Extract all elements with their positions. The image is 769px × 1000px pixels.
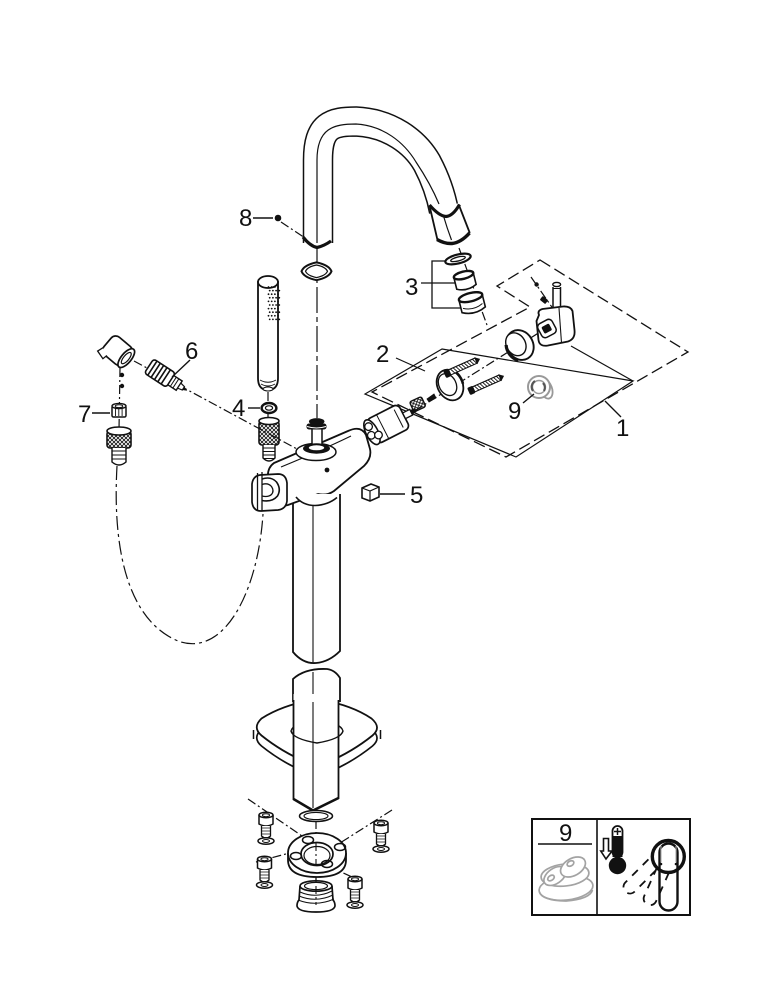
svg-text:1: 1: [616, 415, 629, 442]
svg-text:2: 2: [376, 341, 389, 368]
svg-text:7: 7: [78, 401, 91, 428]
svg-text:3: 3: [405, 274, 418, 301]
svg-text:9: 9: [508, 398, 521, 425]
svg-text:9: 9: [559, 820, 572, 847]
svg-text:4: 4: [232, 395, 245, 422]
svg-text:8: 8: [239, 205, 252, 232]
svg-text:5: 5: [410, 482, 423, 509]
svg-text:6: 6: [185, 338, 198, 365]
